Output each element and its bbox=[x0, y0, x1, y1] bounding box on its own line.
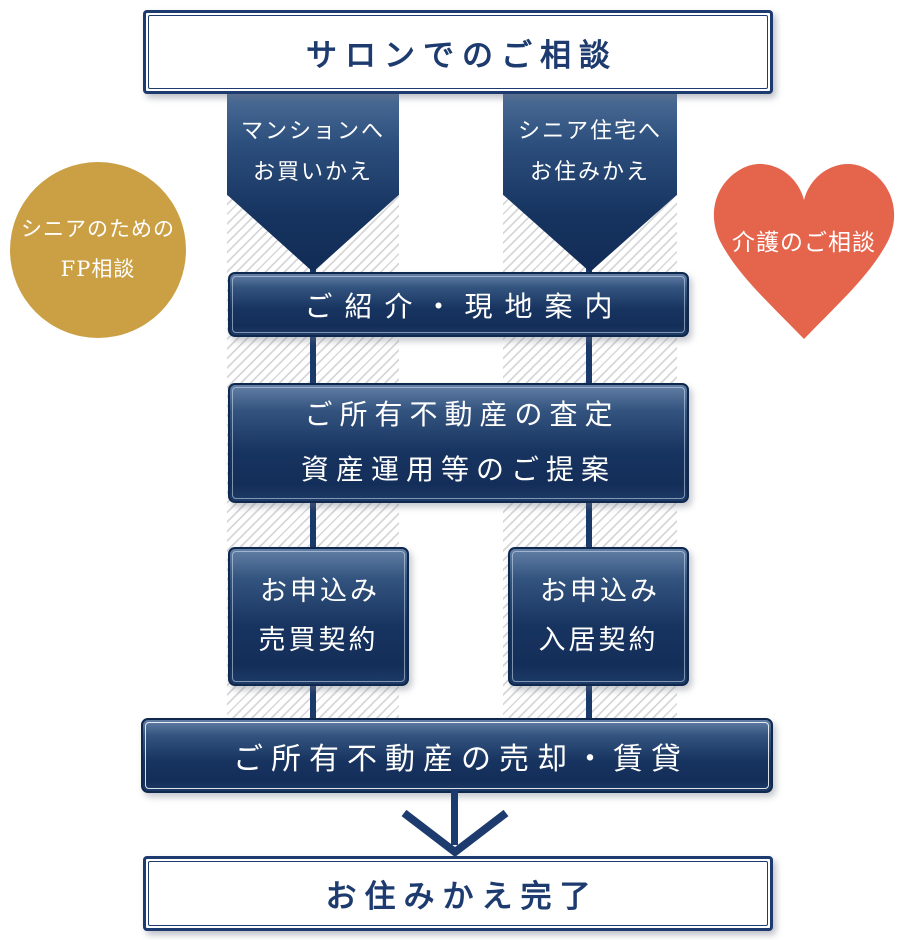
occupancy-contract-line2: 入居契約 bbox=[538, 624, 659, 656]
condo-purchase-line1: マンションへ bbox=[240, 119, 385, 144]
down-arrow-icon bbox=[401, 809, 509, 858]
move-complete-label: お住みかえ完了 bbox=[325, 879, 599, 915]
care-heart-label: 介護のご相談 bbox=[732, 230, 876, 256]
assessment-line2: 資産運用等のご提案 bbox=[300, 453, 616, 486]
heart-icon bbox=[713, 163, 895, 339]
sales-contract-line2: 売買契約 bbox=[258, 624, 379, 656]
occupancy-contract-line1: お申込み bbox=[540, 575, 660, 607]
property-sale-box: ご所有不動産の売却・賃貸 bbox=[141, 718, 773, 793]
intro-guidance-label: ご紹介・現地案内 bbox=[304, 289, 625, 323]
intro-guidance-box: ご紹介・現地案内 bbox=[228, 272, 689, 337]
fp-circle-line1: シニアのための bbox=[21, 217, 175, 242]
final-arrow-stem bbox=[451, 789, 458, 845]
salon-consultation-box: サロンでのご相談 bbox=[143, 10, 773, 94]
condo-purchase-arrow: マンションへ お買いかえ bbox=[227, 88, 399, 272]
fp-consultation-circle: シニアのための FP相談 bbox=[10, 162, 186, 338]
occupancy-contract-box: お申込み 入居契約 bbox=[508, 547, 689, 686]
sales-contract-box: お申込み 売買契約 bbox=[228, 547, 409, 686]
senior-housing-line1: シニア住宅へ bbox=[517, 119, 662, 144]
salon-consultation-label: サロンでのご相談 bbox=[306, 37, 618, 74]
property-sale-label: ご所有不動産の売却・賃貸 bbox=[233, 741, 689, 777]
assessment-proposal-box: ご所有不動産の査定 資産運用等のご提案 bbox=[228, 383, 689, 503]
senior-housing-line2: お住みかえ bbox=[529, 159, 650, 185]
assessment-line1: ご所有不動産の査定 bbox=[304, 398, 620, 432]
care-consultation-heart: 介護のご相談 bbox=[704, 155, 904, 347]
condo-purchase-line2: お買いかえ bbox=[252, 159, 373, 185]
sales-contract-line1: お申込み bbox=[260, 575, 380, 607]
fp-circle-line2: FP相談 bbox=[60, 257, 136, 281]
move-complete-box: お住みかえ完了 bbox=[143, 856, 773, 931]
